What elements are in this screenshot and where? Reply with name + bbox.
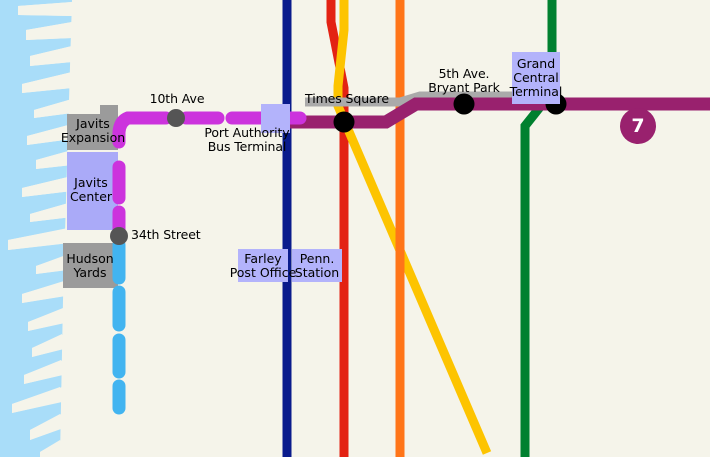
station-dot-bryant-park[interactable] <box>453 93 475 115</box>
station-dot-10th-ave[interactable] <box>167 109 185 127</box>
label-port-authority: Port Authority Bus Terminal <box>204 125 290 154</box>
label-times-square: Times Square <box>305 91 389 106</box>
label-javits-center: Javits Center <box>69 175 113 204</box>
label-hudson-yards: Hudson Yards <box>66 251 114 280</box>
label-penn-station: Penn. Station <box>294 251 340 280</box>
route-badge-label: 7 <box>631 115 645 137</box>
label-grand-central: Grand Central Terminal <box>509 56 563 99</box>
line-broadway[interactable] <box>333 0 492 455</box>
label-34th-street: 34th Street <box>131 227 201 242</box>
transfer-corridor-bar <box>305 91 520 107</box>
label-box-farley <box>238 249 288 282</box>
route-badge-7[interactable]: 7 <box>620 108 656 144</box>
label-box-grand-central <box>512 52 560 104</box>
javits-expansion-shape <box>67 105 118 150</box>
station-dot-34th-street[interactable] <box>110 227 128 245</box>
label-box-penn-station <box>292 249 342 282</box>
label-javits-expansion: Javits Expansion <box>60 116 126 145</box>
hudson-yards-shape <box>63 243 118 288</box>
label-box-port-authority <box>261 104 290 133</box>
label-10th-ave: 10th Ave <box>149 91 205 106</box>
label-farley-post-office: Farley Post Office <box>229 251 297 280</box>
javits-center-shape <box>67 152 118 230</box>
station-dot-times-square[interactable] <box>333 111 355 133</box>
piers-overlay <box>8 2 72 457</box>
label-bryant-park: 5th Ave. Bryant Park <box>428 66 500 95</box>
